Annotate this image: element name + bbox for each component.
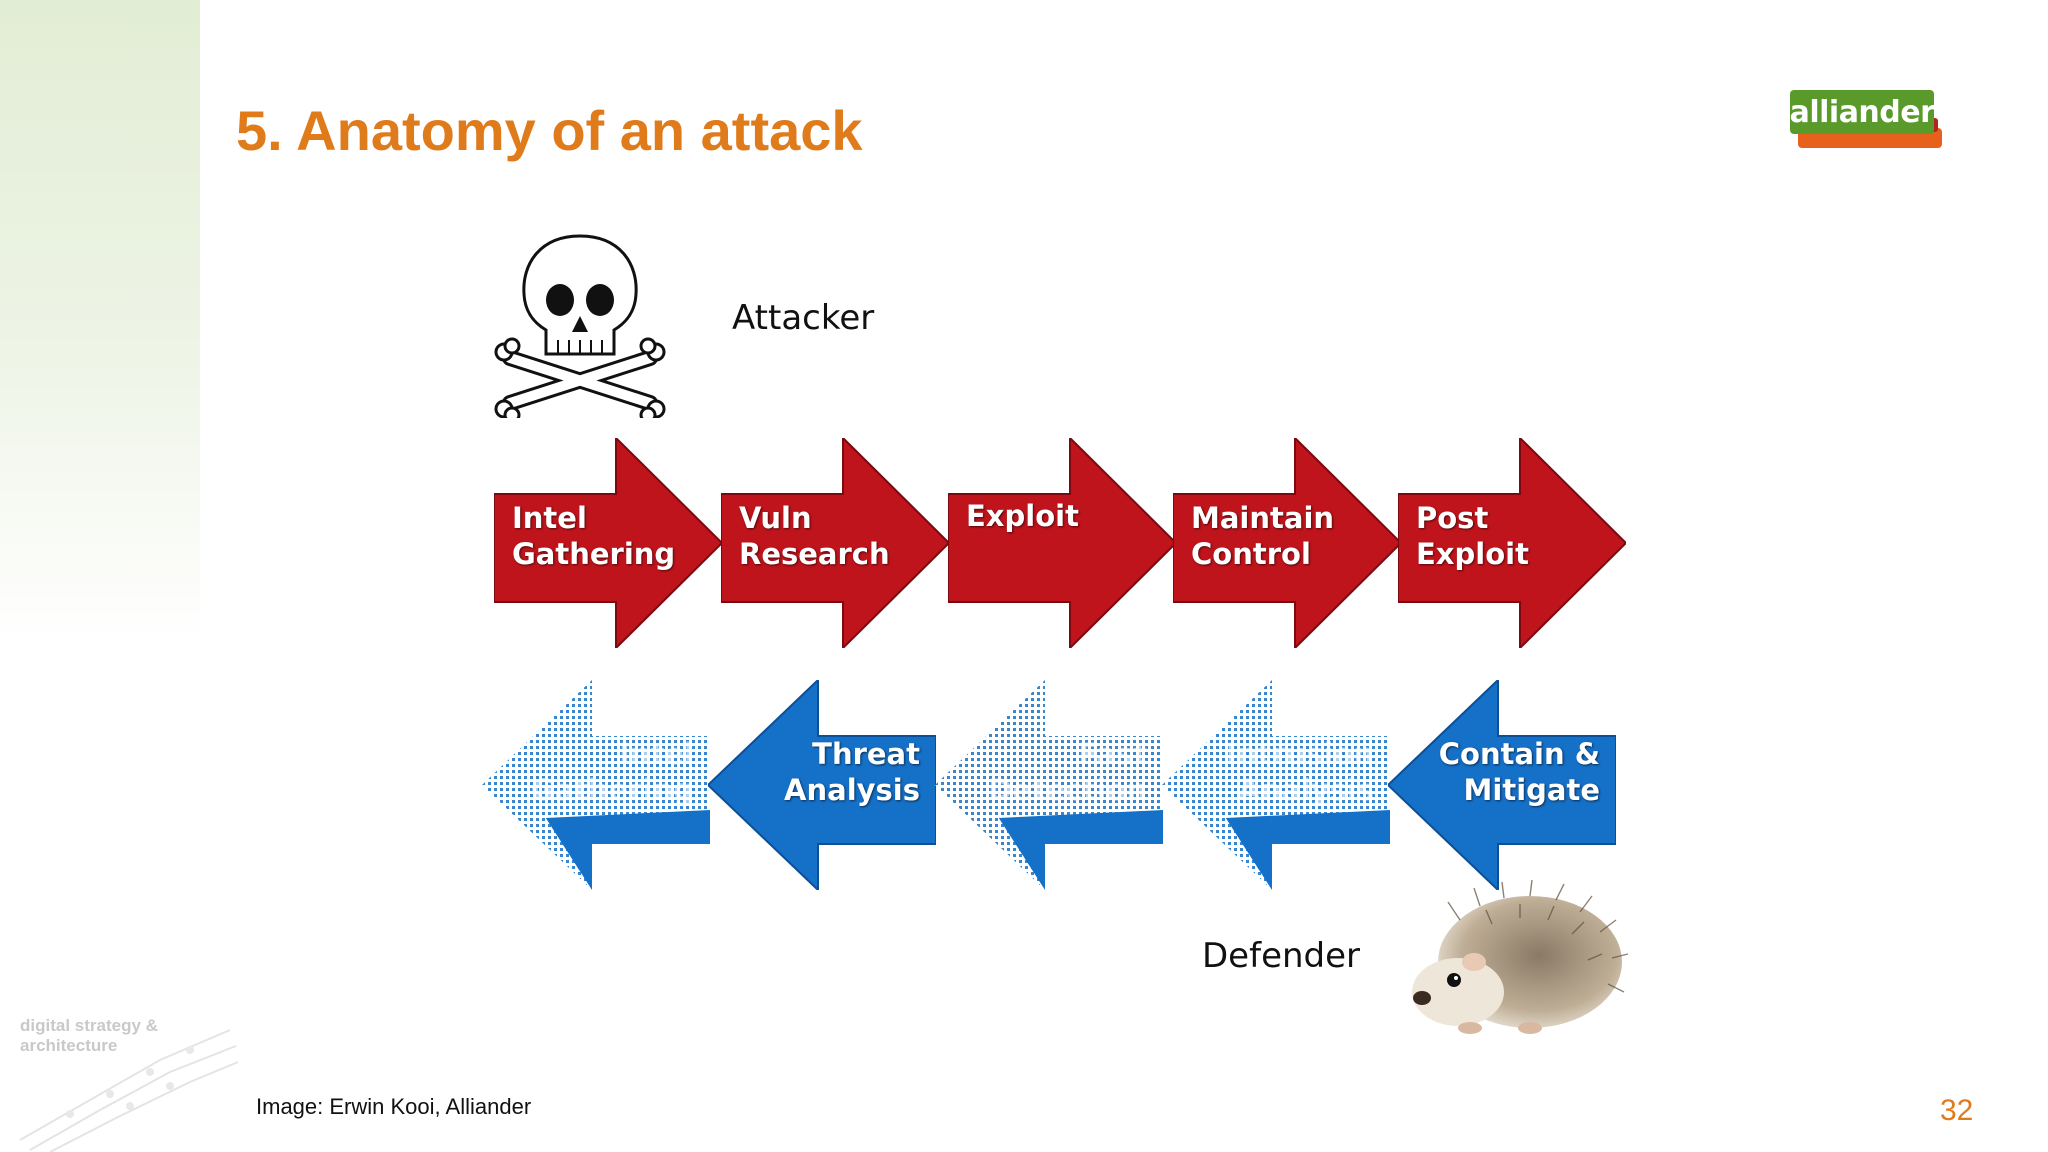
arrow-shape <box>721 438 949 648</box>
arrow-shape <box>494 438 722 648</box>
arrow-shape <box>708 680 936 890</box>
defense-step-label: Contain &Mitigate <box>1439 736 1600 808</box>
hedgehog-icon <box>1412 880 1629 1034</box>
defense-step-line: Mitigate <box>1463 773 1600 807</box>
attack-step-line: Intel <box>512 501 587 535</box>
side-band <box>0 0 200 640</box>
arrow-svg <box>1162 680 1390 890</box>
arrow-svg <box>948 438 1176 648</box>
attack-step-line: Exploit <box>966 499 1079 533</box>
defense-arrow-contain-mitigate: Contain &Mitigate <box>1388 680 1616 890</box>
slide-title: 5. Anatomy of an attack <box>236 99 863 162</box>
image-caption: Image: Erwin Kooi, Alliander <box>256 1094 532 1119</box>
defense-step-line: Contain & <box>1438 737 1600 771</box>
defender-label: Defender <box>1202 936 1361 976</box>
arrow-shape <box>1398 438 1626 648</box>
attack-step-line: Control <box>1191 537 1311 571</box>
arrow-svg <box>721 438 949 648</box>
defense-step-line: Intrusion <box>1225 737 1374 771</box>
arrow-svg <box>494 438 722 648</box>
defense-step-line: Analysis <box>1238 773 1374 807</box>
attack-step-line: Research <box>739 537 890 571</box>
defense-step-line: Gathering <box>530 773 694 807</box>
arrow-svg <box>482 680 710 890</box>
skull-and-crossbones-icon <box>494 234 666 418</box>
page-number: 32 <box>1940 1094 1974 1127</box>
defense-step-line: Intel <box>619 737 694 771</box>
arrow-svg <box>1388 680 1616 890</box>
arrow-svg <box>935 680 1163 890</box>
defense-step-line: Threat <box>812 737 920 771</box>
arrow-solid-band <box>1225 810 1390 890</box>
defense-step-line: Fast <box>1078 737 1147 771</box>
attack-step-line: Maintain <box>1191 501 1335 535</box>
logo-green-box: alliander <box>1789 90 1935 134</box>
footer-brand: digital strategy & architecture <box>20 1016 158 1056</box>
arrow-solid-band <box>998 810 1163 890</box>
logo-text: alliander <box>1789 94 1935 130</box>
arrow-svg <box>708 680 936 890</box>
alliander-logo: alliander <box>1790 90 1942 150</box>
attack-arrow-exploit: Exploit <box>948 438 1176 648</box>
attack-step-line: Gathering <box>512 537 676 571</box>
footer-brand-line-1: digital strategy & <box>20 1016 158 1035</box>
attack-step-label: Exploit <box>966 498 1079 534</box>
footer-brand-line-2: architecture <box>20 1036 118 1055</box>
arrow-shape <box>1173 438 1401 648</box>
arrow-shape <box>948 438 1176 648</box>
arrow-shape <box>1388 680 1616 890</box>
footer-pattern-decoration <box>19 1029 239 1152</box>
defense-step-line: Detection <box>988 773 1147 807</box>
arrow-svg <box>1173 438 1401 648</box>
defense-step-line: Analysis <box>784 773 920 807</box>
attacker-label: Attacker <box>732 298 875 338</box>
attack-step-line: Post <box>1416 501 1489 535</box>
arrow-solid-band <box>545 810 710 890</box>
attack-step-line: Exploit <box>1416 537 1529 571</box>
attack-step-line: Vuln <box>739 501 812 535</box>
arrow-svg <box>1398 438 1626 648</box>
